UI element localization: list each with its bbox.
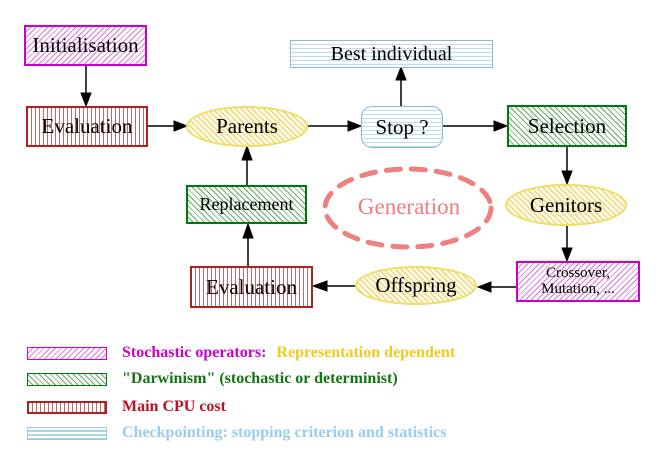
node-stop-label: Stop ? [375, 114, 429, 139]
legend-item-stochastic-operators: Stochastic operators: Representation dep… [27, 344, 455, 362]
node-replacement: Replacement [186, 185, 307, 224]
arrow-stop-to-best-individual [395, 65, 407, 106]
legend-item-checkpointing: Checkpointing: stopping criterion and st… [27, 424, 446, 442]
node-best-individual-label: Best individual [330, 42, 453, 65]
node-parents-label: Parents [216, 114, 278, 139]
arrow-evaluation-to-parents [148, 120, 189, 132]
legend-item-darwinism: "Darwinism" (stochastic or determinist) [27, 370, 398, 388]
node-offspring: Offspring [355, 266, 477, 305]
legend-label-stochastic-operators: Stochastic operators: [122, 344, 267, 361]
legend-label-checkpointing: Checkpointing: stopping criterion and st… [122, 424, 447, 441]
legend-swatch-magenta-hatch [27, 346, 107, 360]
arrow-stop-to-selection [443, 120, 509, 132]
arrow-parents-to-stop [308, 120, 363, 132]
node-evaluation-bottom: Evaluation [190, 266, 313, 308]
arrow-selection-to-genitors [561, 147, 573, 186]
legend-label-main-cpu-cost: Main CPU cost [122, 398, 226, 415]
node-evaluation-top: Evaluation [26, 106, 148, 147]
node-crossover-mutation: Crossover, Mutation, ... [516, 261, 640, 302]
node-evaluation-top-label: Evaluation [41, 114, 133, 139]
legend-swatch-cyan-stripes [27, 426, 107, 440]
node-crossover-label-line1: Crossover, [546, 264, 610, 281]
arrow-crossover-to-offspring [476, 281, 516, 293]
node-generation-label: Generation [357, 194, 461, 219]
arrow-initialisation-to-evaluation [80, 65, 92, 108]
legend-item-main-cpu-cost: Main CPU cost [27, 398, 226, 416]
node-genitors-label: Genitors [529, 192, 603, 217]
node-initialisation-label: Initialisation [32, 33, 139, 58]
node-crossover-label-line2: Mutation, ... [541, 280, 615, 297]
node-genitors: Genitors [505, 184, 627, 226]
node-selection-label: Selection [527, 113, 607, 138]
legend-swatch-green-hatch [27, 372, 107, 386]
node-offspring-label: Offspring [375, 273, 457, 298]
arrow-offspring-to-evaluation [311, 280, 355, 292]
arrow-evaluation-to-replacement [242, 222, 254, 266]
node-best-individual: Best individual [290, 40, 493, 68]
legend-swatch-red-stripes [27, 400, 107, 414]
node-evaluation-bottom-label: Evaluation [206, 274, 297, 299]
node-stop: Stop ? [361, 106, 443, 148]
node-parents: Parents [186, 106, 308, 147]
arrow-replacement-to-parents [241, 144, 253, 185]
legend-label-darwinism: "Darwinism" (stochastic or determinist) [122, 370, 398, 387]
generation-dashed-ellipse [322, 166, 494, 250]
node-initialisation: Initialisation [24, 25, 147, 66]
legend-label-representation-dependent: Representation dependent [276, 344, 456, 361]
node-selection: Selection [507, 105, 627, 147]
node-replacement-label: Replacement [199, 194, 294, 215]
arrow-genitors-to-crossover [561, 226, 573, 263]
